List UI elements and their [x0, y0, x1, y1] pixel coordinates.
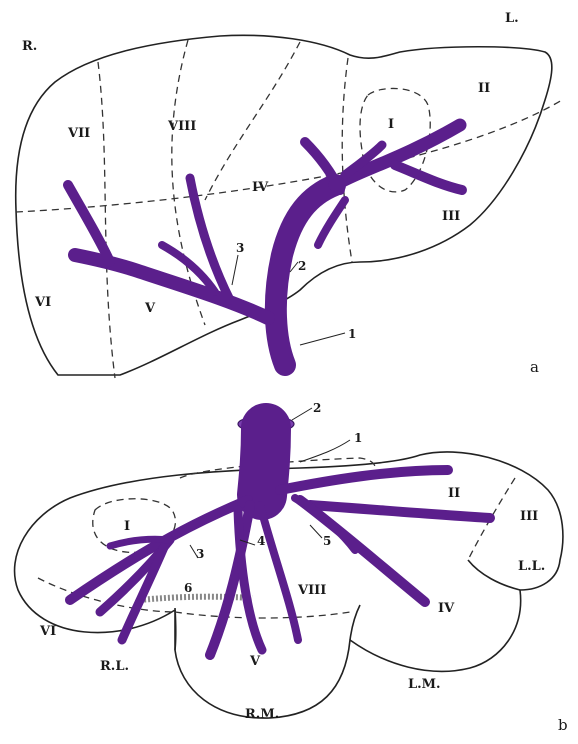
hatched-vessel-b	[140, 597, 252, 600]
boundary-a-1	[98, 62, 115, 378]
label-segment-vi-a: VI	[34, 295, 51, 310]
boundary-a-4	[342, 58, 352, 262]
label-segment-i-a: I	[388, 117, 394, 132]
label-number-6-b: 6	[184, 581, 192, 595]
vein-left-main-a	[335, 125, 460, 185]
label-segment-ii-a: II	[478, 81, 490, 96]
label-segment-vii-a: VII	[67, 126, 90, 141]
vein-branch-iii-b	[310, 505, 490, 518]
label-segment-iv-b: IV	[438, 601, 455, 616]
boundary-a-3	[205, 42, 300, 200]
label-segment-ii-b: II	[448, 486, 460, 501]
lobe-divider-ll	[468, 560, 520, 590]
figure-b: 2 1 I II III 3 4 5 6 VI VIII IV V L.L. R…	[15, 401, 568, 734]
label-segment-vi-b: VI	[39, 624, 56, 639]
label-number-3-b: 3	[196, 547, 204, 561]
label-number-1-b: 1	[354, 431, 362, 445]
vein-branch-ii-b	[280, 470, 448, 490]
label-lobe-lm: L.M.	[408, 677, 441, 692]
vein-branch-iii-a	[395, 165, 462, 190]
label-segment-viii-a: VIII	[167, 119, 196, 134]
vein-branch-viii-b	[260, 505, 298, 640]
vein-branch-iv-lower-a	[318, 200, 345, 245]
panel-label-b: b	[558, 716, 568, 734]
leader-a-3	[232, 255, 238, 285]
label-segment-i-b: I	[124, 519, 130, 534]
portal-vein-b	[70, 428, 490, 655]
label-segment-iii-b: III	[520, 509, 538, 524]
label-number-5-b: 5	[323, 534, 331, 548]
boundary-a-horizontal	[16, 100, 562, 212]
label-number-1-a: 1	[348, 327, 356, 341]
vein-right-main-a	[75, 255, 268, 318]
label-number-2-b: 2	[313, 401, 321, 415]
figure-a: R. L. VII VIII I II IV III VI V 1 2 3 a	[16, 11, 562, 378]
label-side-right: R.	[22, 39, 37, 54]
label-number-3-a: 3	[236, 241, 244, 255]
lobe-divider-lm	[350, 605, 360, 640]
label-side-left: L.	[505, 11, 519, 26]
leader-a-1	[300, 333, 345, 345]
leader-b-5	[310, 525, 322, 538]
label-segment-v-a: V	[144, 301, 156, 316]
label-segment-iii-a: III	[442, 209, 460, 224]
label-number-2-a: 2	[298, 259, 306, 273]
label-segment-viii-b: VIII	[297, 583, 326, 598]
leader-b-2	[292, 408, 312, 420]
portal-vein-a	[68, 125, 462, 365]
lobe-divider-rm	[175, 608, 176, 650]
label-segment-iv-a: IV	[252, 180, 269, 195]
label-lobe-rm: R.M.	[245, 707, 279, 722]
label-segment-v-b: V	[249, 654, 261, 669]
label-number-4-b: 4	[257, 534, 265, 548]
vein-trunk-b	[262, 428, 266, 495]
panel-label-a: a	[530, 358, 539, 376]
label-lobe-ll: L.L.	[518, 559, 545, 574]
leader-b-1	[300, 440, 350, 462]
boundary-b-mid	[175, 612, 350, 618]
label-lobe-rl: R.L.	[100, 659, 129, 674]
